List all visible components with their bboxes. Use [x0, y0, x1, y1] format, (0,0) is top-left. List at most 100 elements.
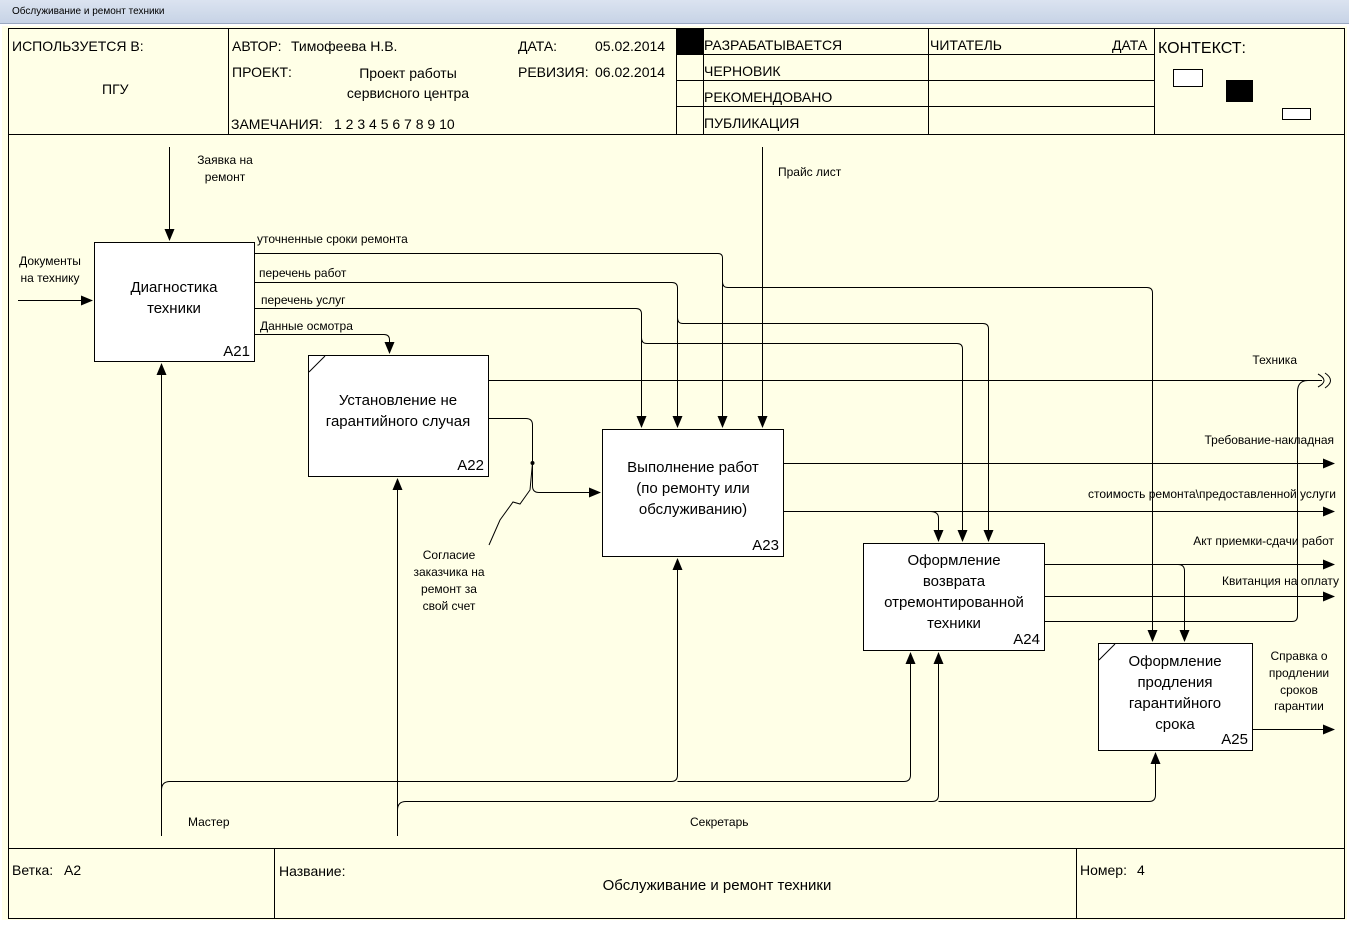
- arrow-perechen-uslug-a23: [254, 308, 647, 428]
- a23-code: A23: [752, 537, 779, 554]
- label-perechen-rabot: перечень работ: [259, 266, 347, 280]
- notes-value: 1 2 3 4 5 6 7 8 9 10: [334, 116, 455, 132]
- arrow-sroki-a25: [722, 270, 1158, 642]
- reader-label: ЧИТАТЕЛЬ: [930, 37, 1002, 53]
- label-kvitanciya: Квитанция на оплату: [1222, 574, 1339, 588]
- activity-box-a23[interactable]: Выполнение работ (по ремонту или обслужи…: [602, 429, 784, 557]
- a24-line3: отремонтированной: [884, 594, 1024, 611]
- arrow-stoimost-a24: [929, 511, 944, 542]
- a25-line4: срока: [1155, 716, 1195, 733]
- label-master: Мастер: [188, 815, 230, 829]
- status-publication: ПУБЛИКАЦИЯ: [704, 115, 799, 131]
- a24-line4: техники: [927, 615, 981, 632]
- a24-line1: Оформление: [907, 552, 1000, 569]
- status-working: РАЗРАБАТЫВАЕТСЯ: [704, 37, 842, 53]
- a22-code: A22: [457, 457, 484, 474]
- label-sroki: уточненные сроки ремонта: [257, 232, 408, 246]
- date-value: 05.02.2014: [595, 38, 665, 54]
- a25-line1: Оформление: [1128, 653, 1221, 670]
- label-soglasie-1: Согласие: [423, 548, 476, 562]
- a23-line2: (по ремонту или: [636, 480, 749, 497]
- branch-label: Ветка:: [12, 862, 53, 878]
- project-value-line1: Проект работы: [359, 65, 457, 81]
- status-draft: ЧЕРНОВИК: [704, 63, 781, 79]
- activity-box-a24[interactable]: Оформление возврата отремонтированной те…: [863, 543, 1045, 651]
- a24-code: A24: [1013, 631, 1040, 648]
- window-title: Обслуживание и ремонт техники: [12, 6, 165, 17]
- a21-line2: техники: [147, 300, 201, 317]
- revision-value: 06.02.2014: [595, 64, 665, 80]
- label-docs-2: на технику: [20, 271, 79, 285]
- activity-box-a25[interactable]: Оформление продления гарантийного срока …: [1098, 643, 1253, 751]
- label-docs-1: Документы: [19, 254, 81, 268]
- arrow-perechen-uslug-a24: [641, 335, 968, 542]
- number-value: 4: [1137, 862, 1145, 878]
- label-stoimost: стоимость ремонта\предоставленной услуги: [1088, 487, 1336, 501]
- label-akt: Акт приемки-сдачи работ: [1193, 534, 1334, 548]
- a21-code: A21: [223, 343, 250, 360]
- notes-label: ЗАМЕЧАНИЯ:: [231, 116, 323, 132]
- name-value: Обслуживание и ремонт техники: [603, 877, 832, 894]
- a24-line2: возврата: [923, 573, 986, 590]
- label-sekretar: Секретарь: [690, 815, 749, 829]
- branch-value: A2: [64, 862, 81, 878]
- context-box-1: [1173, 69, 1203, 87]
- context-box-3: [1282, 108, 1311, 120]
- reader-date-label: ДАТА: [1112, 37, 1148, 53]
- a21-line1: Диагностика: [131, 279, 219, 296]
- a22-line2: гарантийного случая: [326, 413, 470, 430]
- date-label: ДАТА:: [518, 38, 557, 54]
- arrow-master-a24: [677, 652, 916, 782]
- arrow-tehnika-tunnel-2: [1324, 372, 1331, 389]
- arrow-akt-a25: [1177, 564, 1190, 642]
- status-marker-working: [677, 29, 703, 54]
- a22-line1: Установление не: [339, 392, 457, 409]
- label-price: Прайс лист: [778, 165, 842, 179]
- arrow-dannye: [254, 334, 395, 354]
- arrow-sekretar-a25: [938, 752, 1161, 802]
- a25-line3: гарантийного: [1129, 695, 1221, 712]
- revision-label: РЕВИЗИЯ:: [518, 64, 589, 80]
- activity-box-a22[interactable]: Установление не гарантийного случая A22: [308, 355, 489, 477]
- arrow-perechen-rabot-a23: [254, 282, 683, 428]
- arrow-soglasie-squiggle: [488, 462, 533, 546]
- context-box-current: [1226, 80, 1253, 102]
- number-label: Номер:: [1080, 862, 1127, 878]
- label-spravka-2: продлении: [1269, 666, 1329, 680]
- author-value: Тимофеева Н.В.: [291, 38, 397, 54]
- arrow-perechen-rabot-a24: [677, 312, 994, 542]
- project-label: ПРОЕКТ:: [232, 64, 292, 80]
- join-dot: [530, 461, 535, 465]
- footer-block: [8, 848, 1345, 919]
- used-in-label: ИСПОЛЬЗУЕТСЯ В:: [12, 38, 144, 54]
- label-zayavka-2: ремонт: [205, 170, 246, 184]
- status-recommended: РЕКОМЕНДОВАНО: [704, 89, 832, 105]
- label-soglasie-4: свой счет: [423, 599, 476, 613]
- author-label: АВТОР:: [232, 38, 281, 54]
- idef0-frame: ИСПОЛЬЗУЕТСЯ В: ПГУ АВТОР: Тимофеева Н.В…: [0, 24, 1349, 922]
- label-spravka-3: сроков: [1280, 683, 1318, 697]
- label-spravka-1: Справка о: [1270, 649, 1327, 663]
- window-titlebar: Обслуживание и ремонт техники: [0, 0, 1349, 24]
- used-in-value: ПГУ: [102, 81, 129, 97]
- label-spravka-4: гарантии: [1274, 699, 1324, 713]
- arrow-sekretar-a24: [397, 652, 944, 811]
- label-soglasie-3: ремонт за: [421, 582, 477, 596]
- arrow-tehnika-tunnel: [1317, 373, 1325, 388]
- label-trebovanie: Требование-накладная: [1205, 433, 1335, 447]
- label-dannye: Данные осмотра: [260, 319, 353, 333]
- arrow-sroki-a23: [254, 253, 728, 428]
- a23-line3: обслуживанию): [639, 501, 747, 518]
- name-label: Название:: [279, 863, 345, 879]
- a25-code: A25: [1221, 731, 1248, 748]
- a23-line1: Выполнение работ: [627, 459, 759, 476]
- a25-line2: продления: [1137, 674, 1212, 691]
- label-soglasie-2: заказчика на: [413, 565, 484, 579]
- arrow-master-a23: [161, 558, 683, 791]
- arrow-a24-tehnika: [1044, 380, 1309, 622]
- idef0-diagram: ИСПОЛЬЗУЕТСЯ В: ПГУ АВТОР: Тимофеева Н.В…: [2, 26, 1347, 920]
- label-zayavka-1: Заявка на: [197, 153, 253, 167]
- activity-box-a21[interactable]: Диагностика техники A21: [94, 242, 255, 362]
- label-perechen-uslug: перечень услуг: [261, 293, 346, 307]
- arrow-a22-a23: [488, 418, 601, 498]
